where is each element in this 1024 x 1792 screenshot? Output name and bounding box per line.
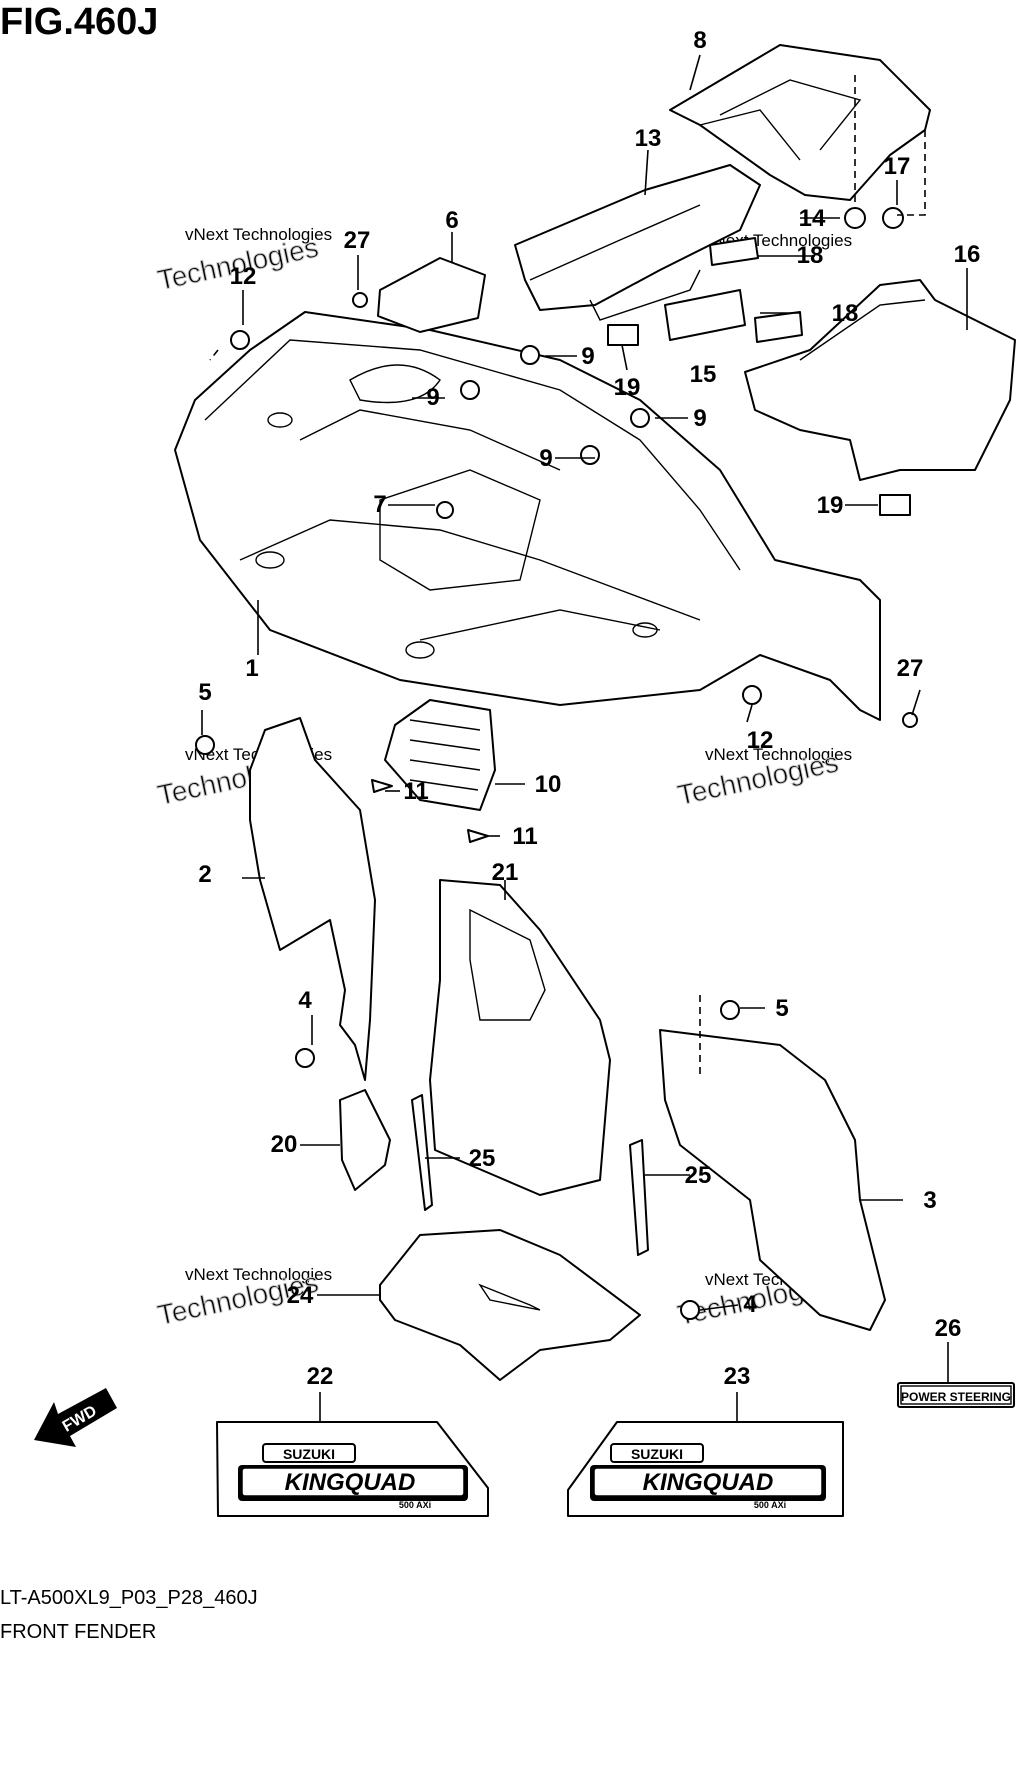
callout-5: 5 — [775, 995, 788, 1022]
callout-18: 18 — [832, 300, 859, 327]
part-10-duct — [384, 699, 496, 811]
callout-19: 19 — [817, 492, 844, 519]
callout-9: 9 — [581, 343, 594, 370]
callout-17: 17 — [884, 153, 911, 180]
callout-22: 22 — [307, 1363, 334, 1390]
callout-24: 24 — [287, 1282, 314, 1309]
decal-sub-text: 500 AXi — [754, 1500, 786, 1510]
callout-13: 13 — [635, 125, 662, 152]
callout-12: 12 — [230, 263, 257, 290]
part-22-decal: SUZUKI KINGQUAD 500 AXi — [216, 1392, 489, 1517]
callout-2: 2 — [198, 861, 211, 888]
callout-11: 11 — [512, 823, 537, 850]
figure-code: LT-A500XL9_P03_P28_460J — [0, 1587, 258, 1609]
fwd-arrow-icon: FWD — [34, 1388, 117, 1447]
callout-20: 20 — [271, 1131, 298, 1158]
part-25-tie — [629, 1139, 649, 1256]
callout-15: 15 — [690, 361, 717, 388]
callout-5: 5 — [198, 679, 211, 706]
callout-numbers: 1 2 3 4 4 5 5 6 7 8 9 9 9 9 10 11 11 12 … — [198, 27, 980, 1390]
part-16-panel — [744, 279, 1016, 481]
part-24-plate — [379, 1229, 641, 1381]
callout-6: 6 — [445, 207, 458, 234]
figure-name: FRONT FENDER — [0, 1621, 156, 1643]
decal-brand-text: SUZUKI — [631, 1446, 683, 1462]
dashed-leader — [897, 130, 926, 216]
callout-26: 26 — [935, 1315, 962, 1342]
part-18-pad — [709, 237, 759, 266]
watermark-text: vNext Technologies — [705, 745, 852, 764]
part-20-bracket — [339, 1089, 391, 1191]
callout-9: 9 — [426, 384, 439, 411]
callout-9: 9 — [693, 405, 706, 432]
part-18-pad — [754, 311, 803, 343]
callout-23: 23 — [724, 1363, 751, 1390]
watermark-text: vNext Technologies — [185, 225, 332, 244]
callout-9: 9 — [539, 445, 552, 472]
callout-25: 25 — [469, 1145, 496, 1172]
part-19-block — [607, 324, 639, 346]
dashed-leader — [209, 349, 219, 361]
callout-27: 27 — [344, 227, 371, 254]
callout-11: 11 — [403, 778, 428, 805]
figure-title: FIG.460J — [0, 1, 158, 43]
decal-brand-text: SUZUKI — [283, 1446, 335, 1462]
part-13-bracket — [514, 164, 761, 321]
power-steering-text: POWER STEERING — [901, 1390, 1011, 1404]
part-26-power-steering-badge: POWER STEERING — [897, 1342, 1015, 1408]
part-15-pad — [664, 289, 746, 341]
part-2-side-panel — [249, 717, 376, 1081]
decal-model-text: KINGQUAD — [643, 1469, 774, 1496]
decal-model-text: KINGQUAD — [285, 1469, 416, 1496]
callout-3: 3 — [923, 1187, 936, 1214]
callout-10: 10 — [535, 771, 562, 798]
watermark-text: vNext Technologies — [185, 1265, 332, 1284]
callout-1: 1 — [245, 655, 258, 682]
part-8-cover — [669, 44, 931, 201]
decal-sub-text: 500 AXi — [399, 1500, 431, 1510]
callout-25: 25 — [685, 1162, 712, 1189]
part-23-decal: SUZUKI KINGQUAD 500 AXi — [567, 1392, 844, 1517]
part-1-front-fender — [174, 311, 881, 721]
callout-12: 12 — [747, 727, 774, 754]
callout-7: 7 — [373, 491, 386, 518]
callout-21: 21 — [492, 859, 519, 886]
callout-16: 16 — [954, 241, 981, 268]
part-6-cap — [377, 257, 486, 333]
part-21-mud-guard — [429, 879, 611, 1196]
part-3-side-panel — [659, 1029, 886, 1331]
callout-27: 27 — [897, 655, 924, 682]
leader-lines — [201, 54, 968, 1311]
callout-18: 18 — [797, 242, 824, 269]
callout-4: 4 — [743, 1291, 757, 1318]
callout-4: 4 — [298, 987, 312, 1014]
part-25-tie — [411, 1094, 433, 1211]
callout-14: 14 — [799, 205, 826, 232]
fasteners — [195, 207, 918, 1320]
callout-19: 19 — [614, 374, 641, 401]
part-19-block — [879, 494, 911, 516]
callout-8: 8 — [693, 27, 706, 54]
